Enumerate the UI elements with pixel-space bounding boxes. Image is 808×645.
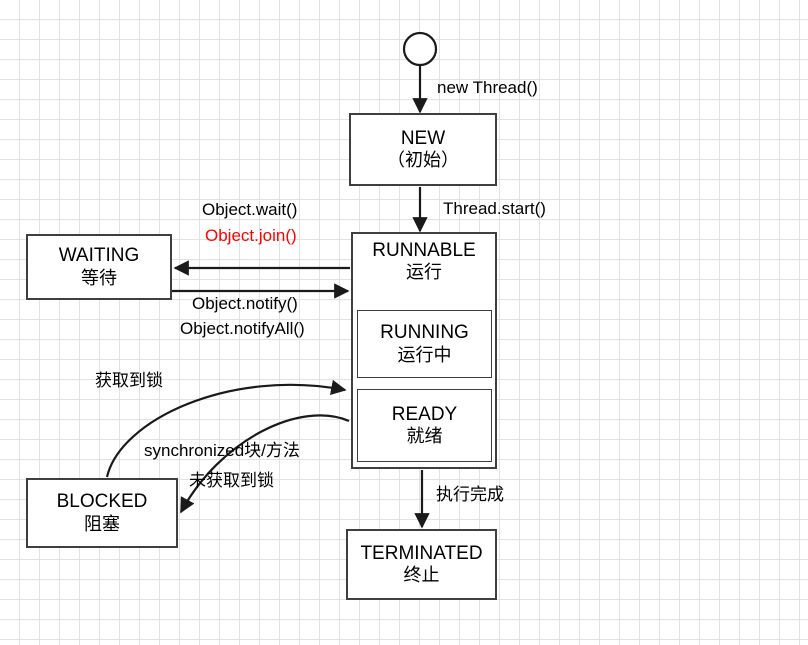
node-new[interactable]: NEW （初始）	[349, 113, 497, 186]
node-terminated-label-cn: 终止	[403, 565, 440, 586]
edge-label-object-join: Object.join()	[205, 226, 297, 245]
edge-label-synchronized-block: synchronized块/方法	[144, 441, 300, 460]
node-waiting-label-en: WAITING	[58, 245, 140, 267]
node-terminated-label-en: TERMINATED	[360, 542, 483, 564]
node-running-label-en: RUNNING	[380, 322, 469, 344]
node-running[interactable]: RUNNING 运行中	[357, 310, 492, 378]
node-new-label-cn: （初始）	[387, 150, 459, 171]
node-ready-label-en: READY	[391, 403, 458, 425]
edge-label-object-wait: Object.wait()	[202, 200, 298, 219]
node-running-label-cn: 运行中	[397, 344, 452, 365]
edge-ready-to-blocked	[180, 414, 350, 514]
node-blocked-label-cn: 阻塞	[84, 513, 120, 534]
edge-blocked-to-ready	[105, 379, 347, 478]
node-runnable-label-en: RUNNABLE	[372, 240, 476, 261]
edge-label-new-thread: new Thread()	[437, 78, 538, 97]
node-ready[interactable]: READY 就绪	[357, 389, 492, 462]
start-circle	[402, 31, 438, 67]
node-new-label-en: NEW	[400, 127, 446, 149]
node-ready-label-cn: 就绪	[406, 426, 443, 447]
edge-label-thread-start: Thread.start()	[443, 199, 546, 218]
node-waiting[interactable]: WAITING 等待	[26, 234, 172, 300]
edge-label-object-notify: Object.notify()	[192, 294, 298, 313]
edge-label-execution-complete: 执行完成	[436, 485, 504, 504]
node-waiting-label-cn: 等待	[81, 267, 117, 288]
node-blocked-label-en: BLOCKED	[56, 491, 148, 513]
node-blocked[interactable]: BLOCKED 阻塞	[26, 478, 178, 548]
node-runnable-label-cn: 运行	[406, 262, 442, 283]
edge-label-acquired-lock: 获取到锁	[95, 371, 163, 390]
node-terminated[interactable]: TERMINATED 终止	[346, 529, 497, 600]
edge-label-not-acquired-lock: 未获取到锁	[189, 471, 274, 490]
edge-label-object-notify-all: Object.notifyAll()	[180, 319, 305, 338]
